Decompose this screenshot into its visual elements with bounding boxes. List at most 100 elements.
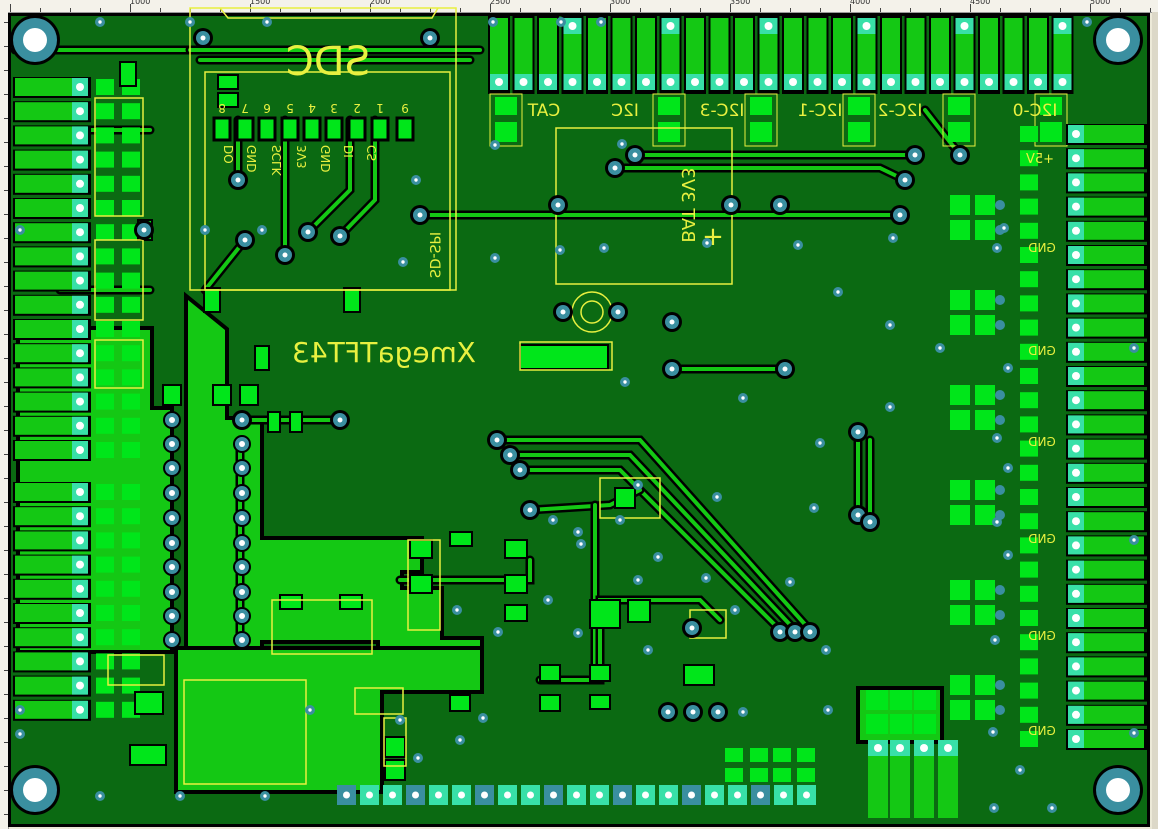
- via-hole: [733, 608, 737, 612]
- via: [995, 680, 1005, 690]
- smd-pad: [129, 744, 167, 766]
- via-hole: [141, 227, 147, 233]
- smd-pad: [1020, 561, 1038, 578]
- via-hole: [992, 806, 996, 810]
- smd-pad: [1020, 610, 1038, 626]
- ruler-tick: [4, 478, 8, 479]
- smd-pad: [122, 321, 140, 337]
- pad-hole: [435, 791, 442, 799]
- pad-hole: [76, 512, 84, 521]
- pad-hole: [715, 78, 724, 86]
- top-connector-finger: [759, 18, 778, 90]
- smd-pad: [1020, 440, 1038, 457]
- smd-pad: [122, 175, 140, 192]
- via: [995, 705, 1005, 715]
- pad-hole: [1072, 493, 1080, 501]
- pad-hole: [76, 584, 84, 593]
- via-hole: [704, 576, 708, 580]
- smd-pad: [750, 97, 772, 115]
- pad-hole: [642, 78, 650, 86]
- vertical-scrollbar[interactable]: [1152, 12, 1158, 829]
- pad-hole: [504, 791, 511, 799]
- via-hole: [263, 794, 267, 798]
- pad-hole: [874, 744, 882, 752]
- smd-pad: [122, 417, 140, 434]
- ruler-tick: [4, 310, 8, 311]
- smd-pad: [212, 384, 232, 406]
- top-connector-finger: [735, 18, 753, 90]
- via-hole: [690, 709, 696, 715]
- sd-pin-pad: [235, 116, 255, 142]
- via-hole: [705, 241, 709, 245]
- pad-hole: [527, 791, 534, 799]
- pad-hole: [666, 78, 675, 86]
- left-edge-finger: [15, 483, 87, 501]
- smd-pad: [1020, 513, 1038, 530]
- smd-pad: [217, 92, 239, 108]
- pad-hole: [1034, 78, 1042, 86]
- pad-hole: [711, 791, 718, 799]
- silkscreen-outline: [94, 339, 144, 389]
- left-edge-finger: [15, 416, 87, 435]
- right-edge-finger: [1068, 415, 1144, 434]
- via-hole: [98, 794, 102, 798]
- ruler-tick: [850, 4, 851, 12]
- sd-pin-number: 4: [308, 101, 316, 115]
- pad-hole: [691, 78, 699, 86]
- ruler-tick: [4, 718, 8, 719]
- pad-hole: [862, 22, 871, 30]
- smd-pad: [975, 700, 995, 720]
- pad-hole: [169, 637, 175, 643]
- pad-hole: [1072, 589, 1080, 598]
- pad-hole: [550, 791, 557, 799]
- ruler-tick: [4, 382, 8, 383]
- via-hole: [18, 708, 22, 712]
- via-hole: [636, 483, 640, 487]
- sd-pin-pad: [347, 116, 367, 142]
- right-edge-finger: [1068, 584, 1144, 603]
- pad-hole: [1072, 614, 1080, 622]
- pad-hole: [76, 705, 84, 714]
- pad-hole: [789, 78, 797, 86]
- ruler-label: 4000: [850, 0, 871, 6]
- via-hole: [788, 580, 792, 584]
- via-hole: [991, 730, 995, 734]
- right-edge-finger: [1068, 536, 1144, 555]
- silkscreen-outline: [107, 654, 165, 686]
- smd-pad: [848, 122, 870, 142]
- via-hole: [1132, 731, 1136, 735]
- ruler-tick: [460, 8, 461, 12]
- sd-pin-name: GND: [319, 145, 333, 173]
- via-hole: [995, 520, 999, 524]
- ruler-tick: [880, 8, 881, 12]
- smd-pad: [267, 411, 281, 433]
- pad-hole: [617, 78, 626, 86]
- smd-pad: [1020, 706, 1038, 723]
- via-hole: [188, 20, 192, 24]
- ruler-tick: [4, 142, 8, 143]
- via-hole: [414, 178, 418, 182]
- via-hole: [741, 396, 745, 400]
- smd-pad: [239, 384, 259, 406]
- right-edge-finger: [1068, 681, 1144, 700]
- smd-pad: [950, 700, 970, 720]
- left-edge-finger: [15, 320, 87, 338]
- pad-hole: [862, 78, 871, 86]
- silkscreen-outline: [219, 7, 439, 19]
- pad-hole: [1072, 323, 1080, 332]
- via: [995, 390, 1005, 400]
- ruler-tick: [4, 814, 8, 815]
- ruler-tick: [220, 8, 221, 12]
- sd-pin-pad: [324, 116, 344, 142]
- mounting-hole-drill: [23, 778, 47, 802]
- ruler-tick: [310, 8, 311, 12]
- smd-pad: [122, 200, 140, 216]
- via-hole: [656, 555, 660, 559]
- pad-hole: [76, 633, 84, 642]
- pad-hole: [813, 78, 822, 86]
- trace: [518, 468, 782, 632]
- pad-hole: [1072, 251, 1080, 259]
- pad-hole: [169, 465, 175, 471]
